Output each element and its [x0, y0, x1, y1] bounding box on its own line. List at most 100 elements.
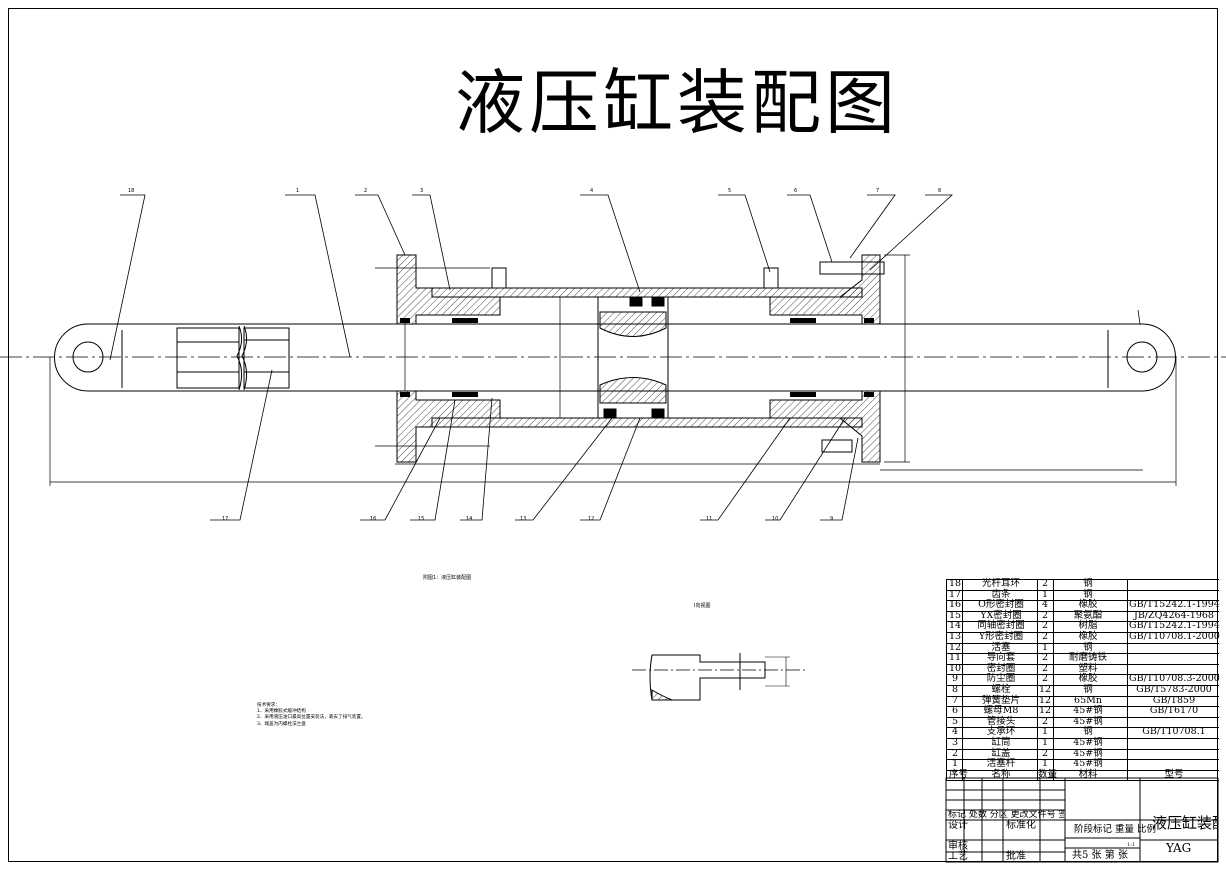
part-number: 8 [951, 683, 959, 695]
part-material: 树脂 [1078, 620, 1098, 632]
part-number: 1 [951, 758, 959, 770]
part-quantity: 2 [1041, 630, 1049, 642]
part-name: 导向套 [986, 652, 1016, 664]
part-material: 钢 [1083, 578, 1093, 589]
part-material: 45#钢 [1073, 715, 1103, 727]
drawing-name: 液压缸装配图 [1152, 815, 1218, 831]
leader-label: 16 [370, 516, 377, 522]
leader-label: 15 [418, 516, 425, 522]
part-quantity: 1 [1041, 726, 1049, 738]
part-standard: GB/T10708.3-2000 [1129, 673, 1220, 685]
revision-row: 标记 处数 分区 更改文件号 签名 年月日 [948, 810, 1064, 820]
part-material: 钢 [1083, 641, 1093, 653]
leader-label: 18 [128, 188, 135, 194]
part-standard: GB/T10708.1 [1142, 726, 1206, 738]
leader-lines [109, 194, 1141, 521]
part-material: 橡胶 [1078, 599, 1098, 611]
leader-label: 10 [772, 516, 779, 522]
part-name: 支承环 [986, 726, 1016, 738]
part-quantity: 1 [1041, 641, 1049, 653]
leader-label: 13 [520, 516, 527, 522]
design-label: 设计 [948, 820, 968, 831]
part-standard: GB/T10708.1-2000 [1129, 630, 1220, 642]
part-quantity: 12 [1038, 694, 1052, 706]
leader-label: 4 [590, 188, 594, 194]
part-number: 13 [949, 630, 962, 642]
view-label: I向视图 [694, 603, 711, 609]
ports-and-bolts [491, 261, 885, 453]
part-name: 螺母M8 [983, 705, 1019, 717]
rack-section [176, 325, 290, 391]
part-standard: JB/ZQ4264-1968 [1134, 609, 1214, 621]
part-number: 2 [951, 747, 959, 759]
part-name: 同轴密封圈 [977, 620, 1025, 632]
part-material: 45#钢 [1073, 747, 1103, 759]
detail-view [632, 653, 805, 701]
part-material: 塑料 [1078, 662, 1098, 674]
header-name: 名称 [991, 768, 1011, 780]
part-number: 9 [951, 673, 959, 685]
part-quantity: 4 [1041, 599, 1049, 611]
figure-caption: 附图1：液压缸装配图 [423, 575, 472, 581]
part-quantity: 2 [1041, 673, 1049, 685]
part-number: 15 [949, 609, 962, 621]
part-quantity: 2 [1041, 578, 1049, 589]
tech-note-line: 3、端盖为内螺栓法兰盘 [257, 721, 306, 727]
part-quantity: 12 [1038, 705, 1052, 717]
leader-label: 3 [420, 188, 424, 194]
left-rod-eye [54, 323, 420, 392]
part-number: 3 [951, 736, 959, 748]
review-label: 审核 [948, 841, 968, 852]
part-material: 45#钢 [1073, 705, 1103, 717]
left-end-cap [396, 254, 501, 463]
part-quantity: 1 [1041, 588, 1049, 600]
part-name: 活塞杆 [986, 758, 1016, 770]
leader-label: 11 [706, 516, 713, 522]
sheet-count: 共5 张 第 张 [1072, 850, 1128, 861]
part-name: 缸筒 [991, 736, 1011, 748]
part-standard: GB/T5783-2000 [1136, 683, 1212, 695]
part-material: 45#钢 [1073, 758, 1103, 770]
part-material: 钢 [1083, 683, 1093, 695]
drawing-frame [8, 8, 1218, 862]
tech-note-line: 1、采用橡胶式缓冲结构 [257, 709, 306, 715]
piston-rod [420, 323, 1120, 392]
leader-label: 5 [728, 188, 732, 194]
leader-label: 7 [876, 188, 880, 194]
part-standard: GB/T15242.1-1994 [1129, 620, 1220, 632]
part-quantity: 2 [1041, 652, 1049, 664]
part-material: 橡胶 [1078, 630, 1098, 642]
tech-note-line: 2、采用液压油口最高位置安装法，靠去了排气装置。 [257, 715, 366, 721]
part-number: 18 [949, 578, 962, 589]
part-name: 光杆耳环 [981, 578, 1020, 589]
part-quantity: 2 [1041, 715, 1049, 727]
part-name: 缸盖 [991, 747, 1011, 759]
part-quantity: 2 [1041, 620, 1049, 632]
part-standard: GB/T859 [1152, 694, 1196, 706]
part-standard: GB/T15242.1-1994 [1129, 599, 1220, 611]
part-name: 螺栓 [991, 683, 1011, 695]
part-name: 弹簧垫片 [981, 694, 1020, 706]
part-material: 45#钢 [1073, 736, 1103, 748]
scale-value: 1:1 [1127, 842, 1136, 848]
part-name: 密封圈 [986, 662, 1016, 674]
part-material: 钢 [1083, 588, 1093, 600]
right-rod-eye [1107, 323, 1176, 392]
part-name: 齿条 [991, 588, 1011, 600]
part-number: 7 [951, 694, 959, 706]
seal-blocks [400, 318, 874, 397]
standardization-label: 标准化 [1006, 820, 1036, 831]
